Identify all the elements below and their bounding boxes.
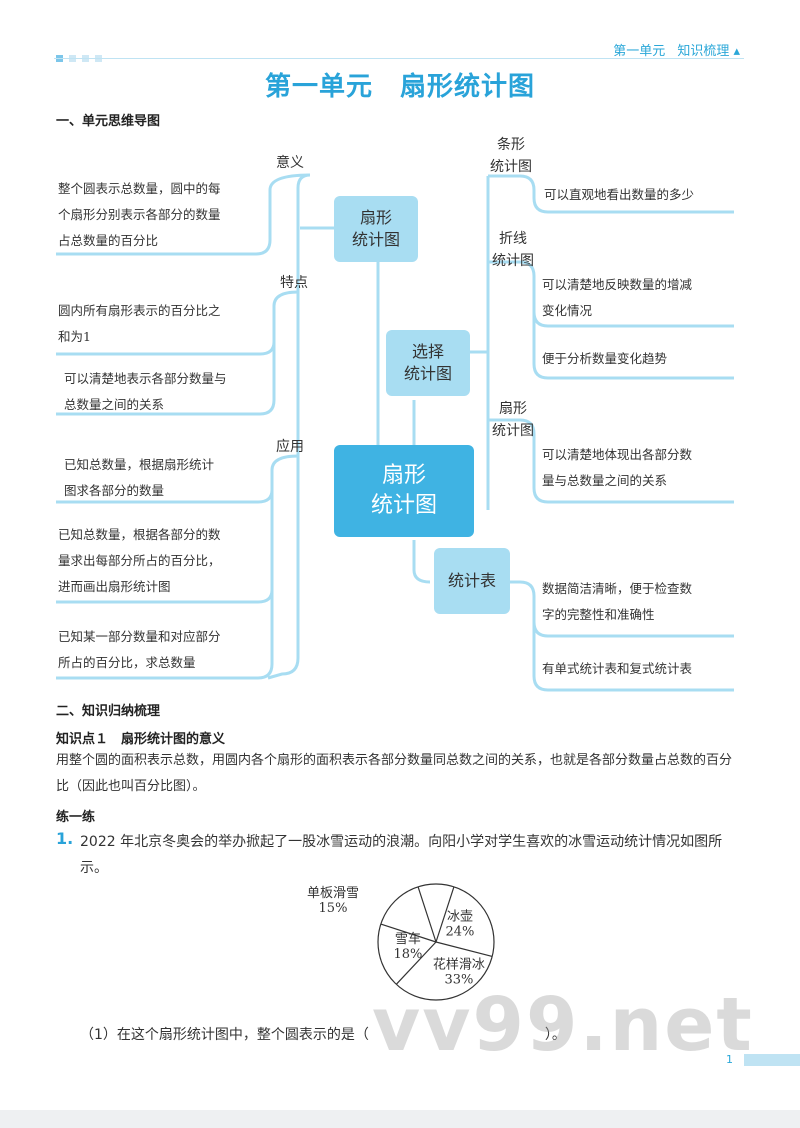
page-number: 1 <box>726 1053 733 1066</box>
header-rule <box>54 58 744 59</box>
note-apply-2: 已知总数量，根据各部分的数 量求出每部分所占的百分比， 进而画出扇形统计图 <box>58 527 221 594</box>
page-number-bar <box>744 1054 800 1066</box>
bottom-strip <box>0 1110 800 1128</box>
page-title: 第一单元 扇形统计图 <box>264 72 535 102</box>
label-line-chart: 折线 统计图 <box>492 231 534 269</box>
label-pie-chart: 扇形 统计图 <box>492 401 534 439</box>
pie-slice-divider <box>417 886 437 943</box>
section-knowledge-title: 二、知识归纳梳理 <box>56 704 161 719</box>
label-apply: 应用 <box>276 439 304 455</box>
note-apply-1: 已知总数量，根据扇形统计 图求各部分的数量 <box>64 457 215 498</box>
label-meaning: 意义 <box>276 155 304 171</box>
knowledge-point-1-text: 用整个圆的面积表示总数，用圆内各个扇形的面积表示各部分数量同总数之间的关系，也就… <box>56 753 733 794</box>
graduation-cap-icon: ▴ <box>733 44 740 59</box>
note-table-2: 有单式统计表和复式统计表 <box>542 661 693 676</box>
node-center-pie-chart: 扇形 统计图 <box>334 445 474 537</box>
section-mindmap-title: 一、单元思维导图 <box>56 114 161 129</box>
note-line-2: 便于分析数量变化趋势 <box>542 351 668 366</box>
node-choose-chart: 选择 统计图 <box>386 330 470 396</box>
pie-slice-label: 雪橇10% <box>371 880 426 882</box>
note-pie: 可以清楚地体现出各部分数 量与总数量之间的关系 <box>542 447 693 488</box>
question-1-text: 2022 年北京冬奥会的举办掀起了一股冰雪运动的浪潮。向阳小学对学生喜欢的冰雪运… <box>80 834 723 876</box>
note-features-1: 圆内所有扇形表示的百分比之 和为1 <box>58 303 221 344</box>
question-1-number: 1. <box>56 829 74 848</box>
question-1-sub-1: （1）在这个扇形统计图中，整个圆表示的是（ ）。 <box>80 1022 566 1048</box>
watermark: vv99.net <box>372 982 754 1068</box>
node-stat-table: 统计表 <box>434 548 510 614</box>
note-line-1: 可以清楚地反映数量的增减 变化情况 <box>542 277 693 318</box>
header-section: 知识梳理 <box>677 44 730 59</box>
question-1-sub-1-end: ）。 <box>544 1027 566 1043</box>
note-features-2: 可以清楚地表示各部分数量与 总数量之间的关系 <box>64 371 227 412</box>
label-bar-chart: 条形 统计图 <box>490 137 532 175</box>
mindmap-connectors <box>56 173 734 692</box>
pie-slice-divider <box>380 923 437 943</box>
note-table-1: 数据简洁清晰，便于检查数 字的完整性和准确性 <box>542 581 693 622</box>
note-apply-3: 已知某一部分数量和对应部分 所占的百分比，求总数量 <box>58 629 221 670</box>
practice-title: 练一练 <box>56 810 96 825</box>
pie-slice-divider <box>395 941 437 985</box>
running-header: 第一单元知识梳理 ▴ <box>613 40 740 59</box>
label-features: 特点 <box>280 275 308 291</box>
note-bar: 可以直观地看出数量的多少 <box>544 187 695 202</box>
header-unit: 第一单元 <box>613 44 666 59</box>
note-meaning: 整个圆表示总数量，圆中的每 个扇形分别表示各部分的数量 占总数量的百分比 <box>58 181 221 248</box>
pie-slice-divider <box>435 941 493 958</box>
question-1-sub-1-text: （1）在这个扇形统计图中，整个圆表示的是（ <box>80 1027 369 1043</box>
knowledge-point-1-title: 知识点１ 扇形统计图的意义 <box>56 732 226 747</box>
pie-slice-divider <box>435 886 455 943</box>
node-left-pie-chart: 扇形 统计图 <box>334 196 418 262</box>
